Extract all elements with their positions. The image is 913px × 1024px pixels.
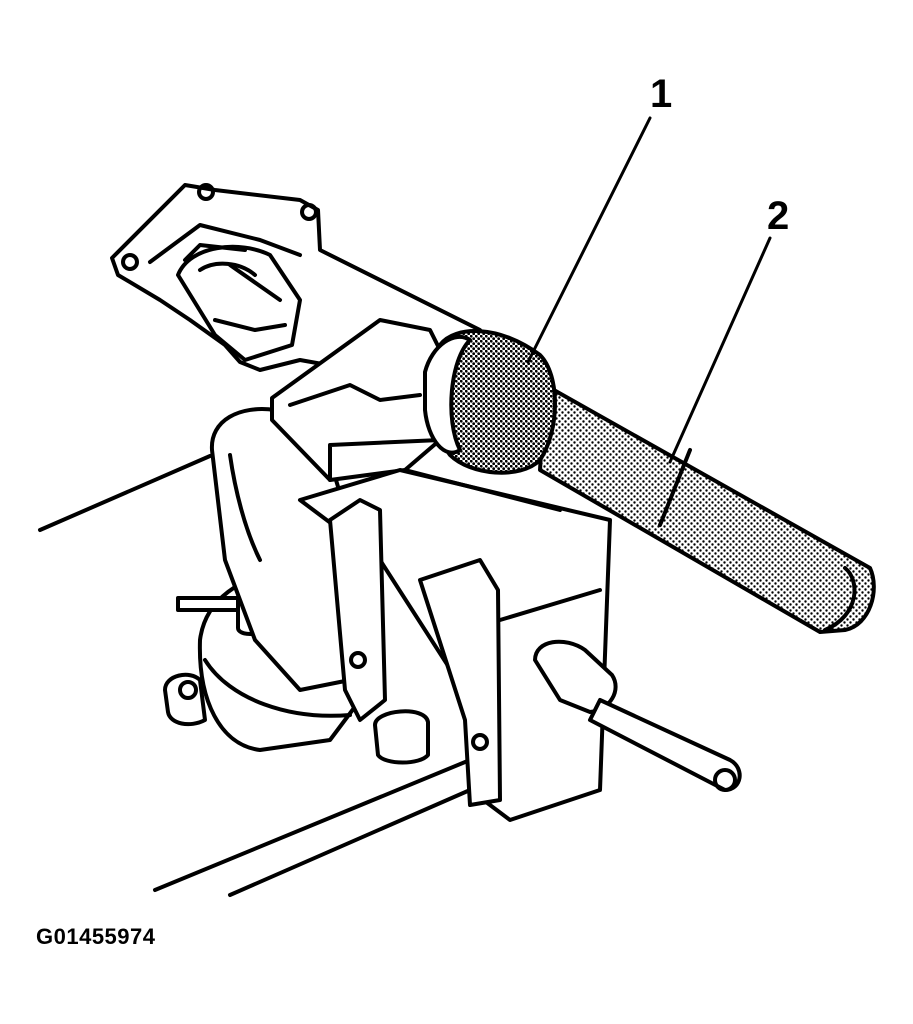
knurled-tool: [423, 329, 876, 634]
bench-lines: [38, 454, 472, 897]
callout-label-1: 1: [650, 72, 673, 116]
vise-body: [209, 318, 612, 822]
vise-handle: [533, 639, 742, 792]
figure-id-label: G01455974: [36, 924, 156, 949]
callout-label-2: 2: [767, 194, 790, 238]
callout-leaders: [526, 116, 772, 464]
